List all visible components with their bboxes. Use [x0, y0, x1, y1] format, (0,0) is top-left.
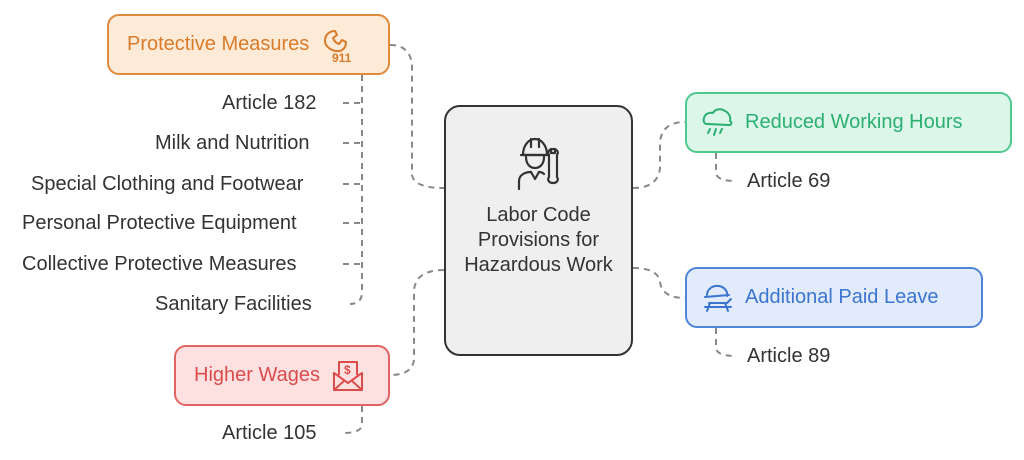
money-envelope-icon: $: [332, 360, 363, 391]
branch-label: Additional Paid Leave: [745, 286, 939, 308]
cloud-rain-icon: [702, 107, 733, 136]
dollar-sign-text: $: [344, 363, 351, 377]
branch-label: Reduced Working Hours: [745, 111, 963, 133]
list-item: Article 105: [222, 422, 317, 444]
branch-protective-measures: Protective Measures 911: [107, 14, 390, 75]
list-item: Sanitary Facilities: [155, 293, 312, 315]
list-item: Article 182: [222, 92, 317, 114]
list-item: Special Clothing and Footwear: [31, 173, 304, 195]
branch-additional-paid-leave: Additional Paid Leave: [685, 267, 983, 328]
branch-reduced-working-hours: Reduced Working Hours: [685, 92, 1012, 153]
list-item: Collective Protective Measures: [22, 253, 297, 275]
branch-label: Protective Measures: [127, 33, 310, 55]
beach-chair-icon: [704, 284, 732, 312]
central-topic-title: Labor Code Provisions for Hazardous Work: [464, 204, 613, 276]
list-item: Article 69: [747, 170, 831, 192]
branch-label: Higher Wages: [194, 364, 320, 386]
list-item: Milk and Nutrition: [155, 132, 310, 154]
branch-higher-wages: Higher Wages $: [174, 345, 390, 406]
phone-911-icon: 911: [324, 29, 352, 63]
list-item: Article 89: [747, 345, 831, 367]
central-topic: Labor Code Provisions for Hazardous Work: [444, 105, 633, 356]
worker-wrench-icon: [517, 137, 559, 191]
phone-911-text: 911: [332, 51, 352, 63]
list-item: Personal Protective Equipment: [22, 212, 297, 234]
